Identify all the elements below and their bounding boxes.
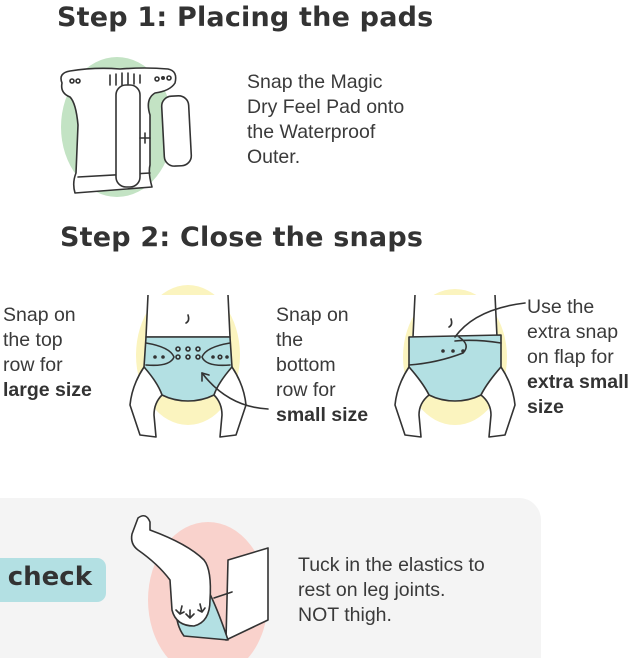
step1-description: Snap the Magic Dry Feel Pad onto the Wat… bbox=[247, 71, 405, 168]
step2-title: Step 2: Close the snaps bbox=[60, 222, 424, 253]
check-description: Tuck in the elastics to rest on leg join… bbox=[298, 554, 485, 626]
diaper-flap-snap-icon bbox=[394, 289, 526, 438]
check-badge-label: check bbox=[7, 562, 92, 592]
check-badge: check bbox=[0, 558, 106, 602]
extra-small-size-instruction: Use the extra snap on flap for extra sma… bbox=[527, 296, 629, 418]
small-size-instruction: Snap on the bottom row for small size bbox=[276, 304, 369, 426]
large-size-instruction: Snap on the top row for large size bbox=[3, 304, 92, 401]
diaper-with-insert-pad-icon bbox=[60, 57, 193, 197]
leg-elastic-tuck-icon bbox=[130, 514, 269, 658]
diaper-front-snaps-icon bbox=[129, 285, 269, 438]
step1-title: Step 1: Placing the pads bbox=[57, 2, 434, 33]
